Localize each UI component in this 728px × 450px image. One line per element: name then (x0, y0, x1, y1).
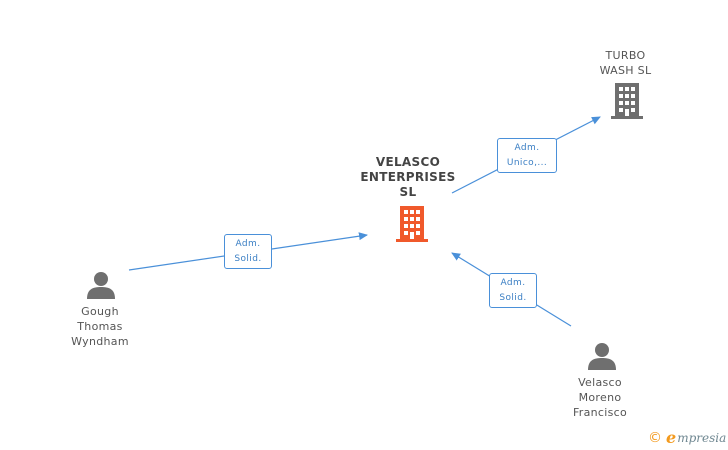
edge-label-gough-to-velasco[interactable]: Adm. Solid. (224, 234, 272, 269)
building-icon[interactable] (396, 206, 428, 242)
node-label-gough[interactable]: Gough Thomas Wyndham (71, 305, 129, 348)
empresia-logo: © e mpresia (648, 429, 726, 447)
person-icon[interactable] (86, 270, 116, 300)
brand-name: mpresia (677, 431, 727, 445)
node-label-velasco-enterprises[interactable]: VELASCO ENTERPRISES SL (360, 155, 456, 199)
person-icon[interactable] (587, 341, 617, 371)
brand-e-mark: e (666, 428, 677, 447)
edge-label-velasco-to-turbo[interactable]: Adm. Unico,... (497, 138, 557, 173)
node-label-velasco-moreno[interactable]: Velasco Moreno Francisco (572, 376, 628, 419)
edge-label-moreno-to-velasco[interactable]: Adm. Solid. (489, 273, 537, 308)
copyright-symbol: © (648, 430, 662, 446)
building-icon[interactable] (611, 83, 643, 119)
node-label-turbo-wash[interactable]: TURBO WASH SL (599, 49, 652, 77)
